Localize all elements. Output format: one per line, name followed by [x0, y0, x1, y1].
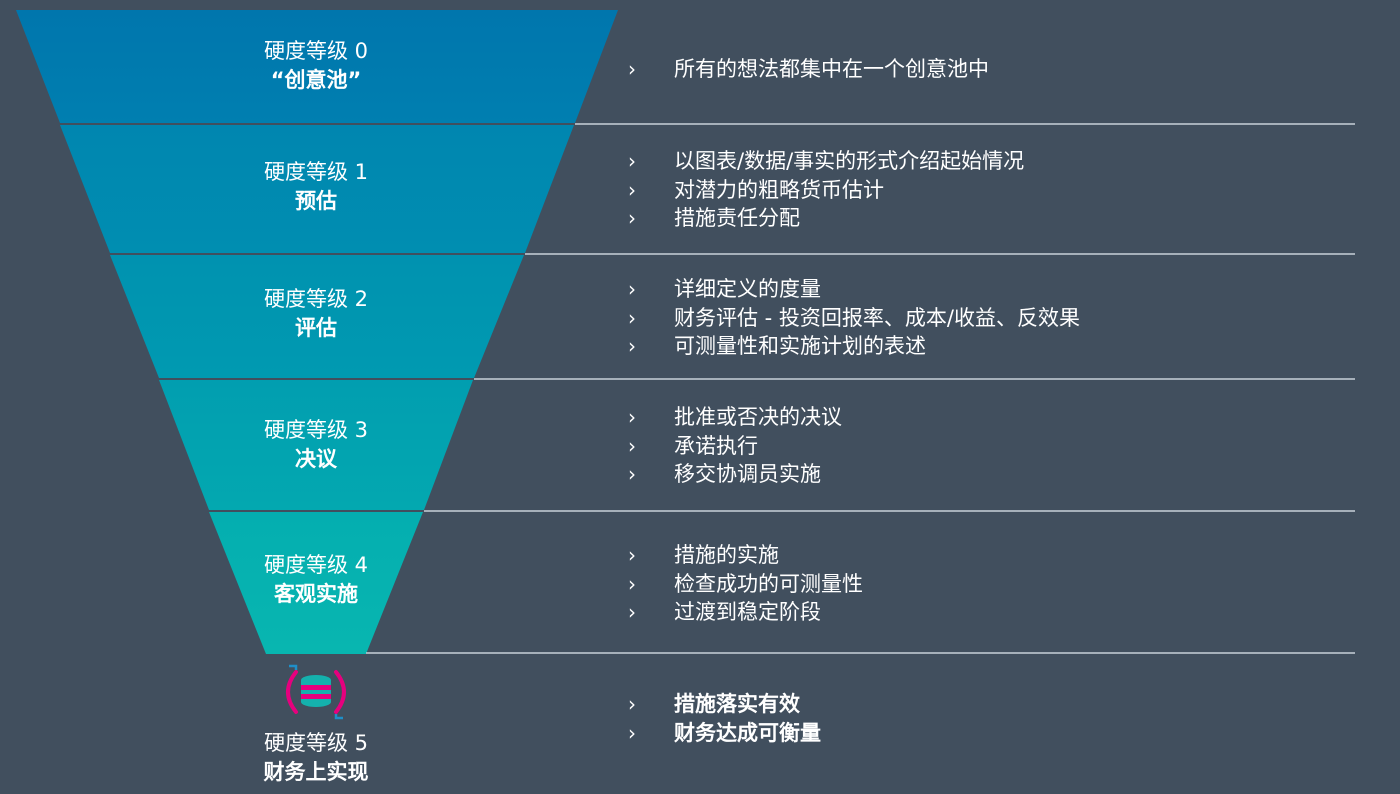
chevron-right-icon: ›	[628, 543, 636, 567]
chevron-right-icon: ›	[628, 305, 636, 330]
chevron-right-icon: ›	[628, 571, 636, 596]
list-item: › 措施落实有效	[628, 690, 1348, 719]
level-5-name: 硬度等级 5	[263, 731, 369, 755]
level-3-bullets: › 批准或否决的决议 › 承诺执行 › 移交协调员实施	[628, 403, 1348, 489]
chevron-right-icon: ›	[628, 720, 636, 745]
list-item: › 移交协调员实施	[628, 460, 1348, 489]
chevron-right-icon: ›	[628, 206, 636, 230]
chevron-right-icon: ›	[628, 334, 636, 358]
database-icon	[286, 664, 346, 720]
list-item: › 检查成功的可测量性	[628, 570, 1348, 599]
list-item: › 详细定义的度量	[628, 275, 1348, 304]
funnel-segment-level-1	[60, 125, 574, 253]
chevron-right-icon: ›	[628, 177, 636, 202]
level-5-bullets: › 措施落实有效 › 财务达成可衡量	[628, 690, 1348, 747]
level-label-4: 硬度等级 4 客观实施	[160, 551, 472, 609]
chevron-right-icon: ›	[628, 405, 636, 429]
list-item: › 措施的实施	[628, 541, 1348, 570]
level-4-name: 硬度等级 4	[263, 553, 369, 577]
chevron-right-icon: ›	[628, 600, 636, 624]
level-3-title: 决议	[295, 447, 337, 471]
level-2-bullets: › 详细定义的度量 › 财务评估 - 投资回报率、成本/收益、反效果 › 可测量…	[628, 275, 1348, 361]
list-item: › 对潜力的粗略货币估计	[628, 176, 1348, 205]
list-item: › 可测量性和实施计划的表述	[628, 332, 1348, 361]
funnel-segment-level-2	[110, 255, 524, 378]
level-3-name: 硬度等级 3	[263, 418, 369, 442]
level-4-bullets: › 措施的实施 › 检查成功的可测量性 › 过渡到稳定阶段	[628, 541, 1348, 627]
chevron-right-icon: ›	[628, 462, 636, 486]
list-item: › 承诺执行	[628, 432, 1348, 461]
chevron-right-icon: ›	[628, 277, 636, 301]
chevron-right-icon: ›	[628, 57, 636, 81]
funnel-segment-level-3	[159, 380, 473, 510]
level-1-title: 预估	[295, 189, 337, 213]
level-5-title: 财务上实现	[263, 760, 369, 784]
level-label-2: 硬度等级 2 评估	[160, 285, 472, 343]
level-label-1: 硬度等级 1 预估	[160, 158, 472, 216]
chevron-right-icon: ›	[628, 433, 636, 458]
level-0-title: “创意池”	[270, 68, 362, 92]
level-0-bullets: › 所有的想法都集中在一个创意池中	[628, 55, 1348, 84]
list-item: › 财务达成可衡量	[628, 719, 1348, 748]
list-item: › 批准或否决的决议	[628, 403, 1348, 432]
funnel-segment-level-4	[209, 512, 423, 654]
list-item: › 财务评估 - 投资回报率、成本/收益、反效果	[628, 304, 1348, 333]
list-item: › 所有的想法都集中在一个创意池中	[628, 55, 1348, 84]
level-1-name: 硬度等级 1	[263, 160, 369, 184]
funnel-segment-level-0	[16, 10, 618, 123]
level-label-3: 硬度等级 3 决议	[160, 416, 472, 474]
level-label-0: 硬度等级 0 “创意池”	[160, 37, 472, 95]
level-2-title: 评估	[295, 316, 337, 340]
list-item: › 措施责任分配	[628, 204, 1348, 233]
list-item: › 过渡到稳定阶段	[628, 598, 1348, 627]
level-label-5: 硬度等级 5 财务上实现	[160, 729, 472, 787]
level-2-name: 硬度等级 2	[263, 287, 369, 311]
chevron-right-icon: ›	[628, 692, 636, 716]
level-1-bullets: › 以图表/数据/事实的形式介绍起始情况 › 对潜力的粗略货币估计 › 措施责任…	[628, 147, 1348, 233]
chevron-right-icon: ›	[628, 149, 636, 173]
level-0-name: 硬度等级 0	[263, 39, 369, 63]
level-4-title: 客观实施	[274, 582, 358, 606]
list-item: › 以图表/数据/事实的形式介绍起始情况	[628, 147, 1348, 176]
